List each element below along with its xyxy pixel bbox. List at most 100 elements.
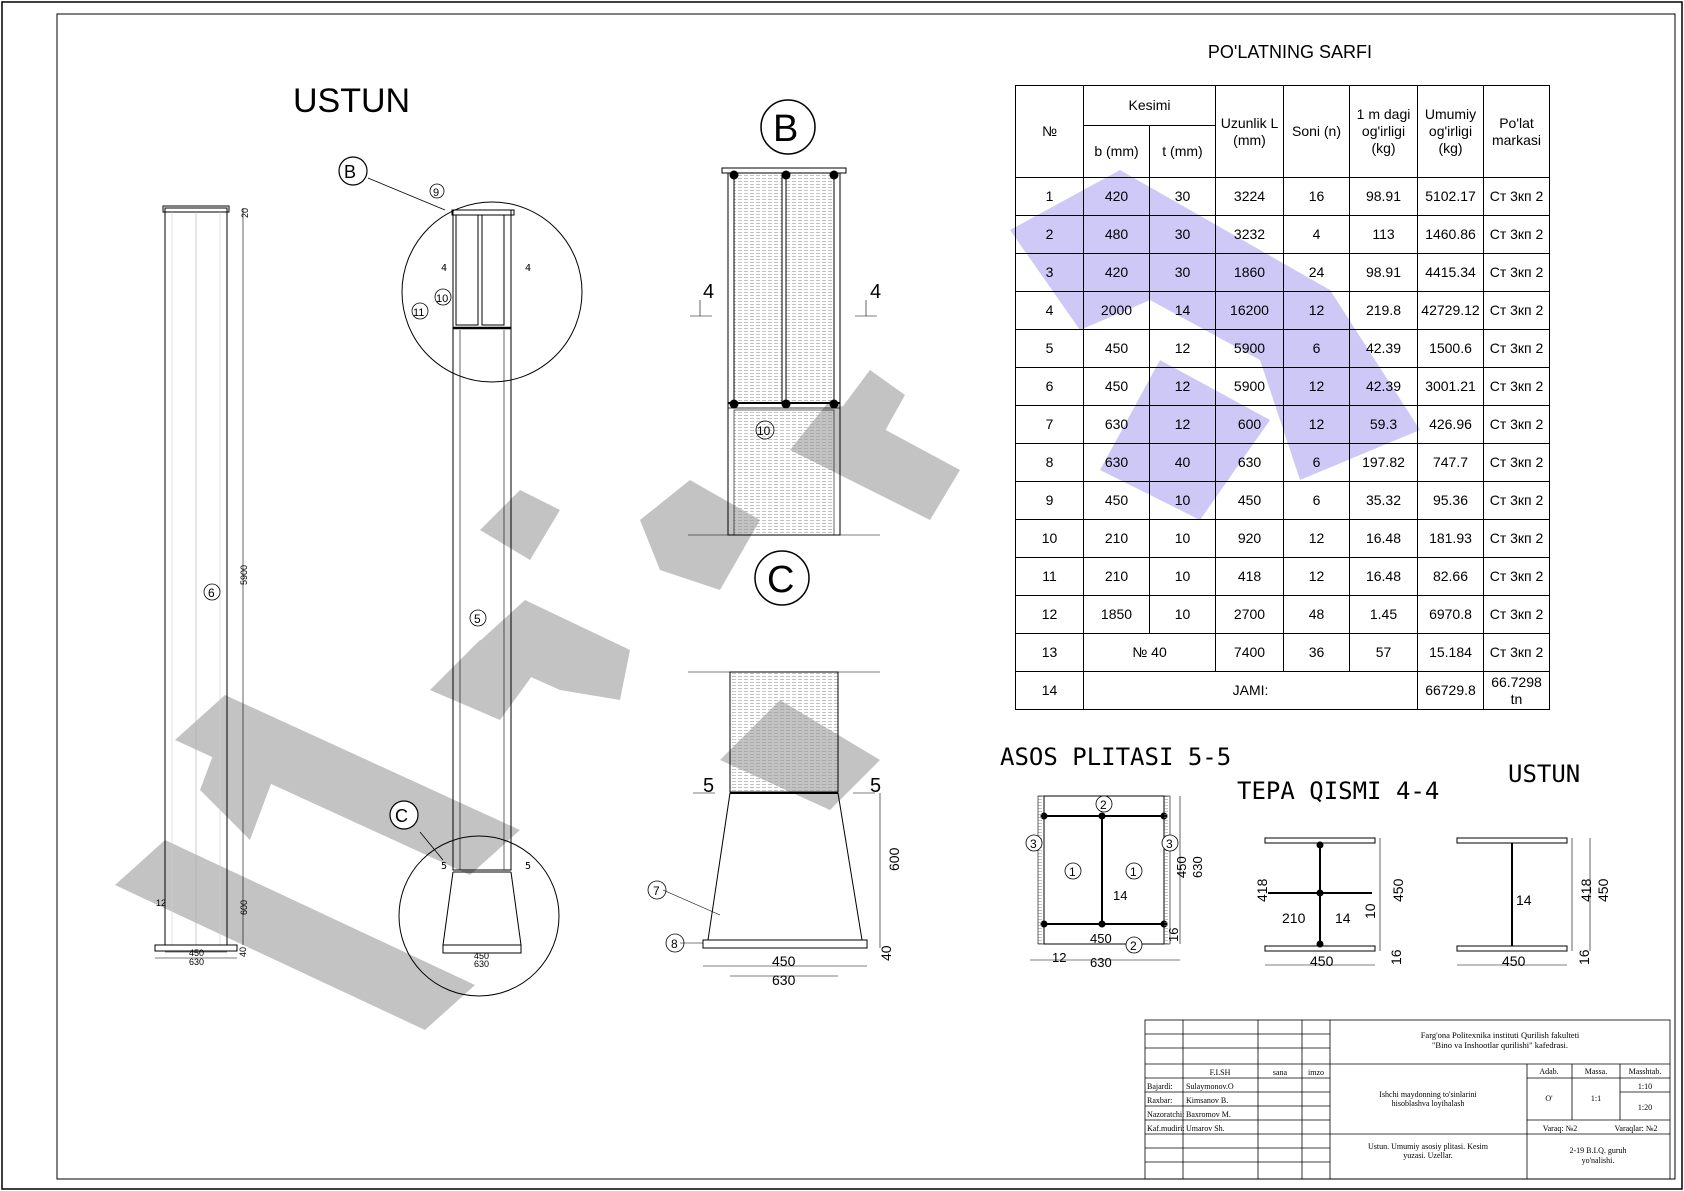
row13-count: 36	[1283, 633, 1350, 672]
cell-count: 4	[1283, 215, 1350, 254]
cell-length: 600	[1215, 405, 1284, 444]
asos-marker-1a	[1064, 862, 1082, 880]
tepa-dim-10: 10	[1362, 903, 1378, 919]
asos-marker-3b	[1161, 834, 1179, 852]
header-b: b (mm)	[1083, 125, 1150, 178]
tb-v-adab: O'	[1545, 1094, 1553, 1103]
asos-marker-2a	[1095, 795, 1113, 813]
cut-5-c: 5	[703, 775, 714, 797]
cell-t: 14	[1149, 291, 1216, 330]
asos-marker-1b-label: 1	[1130, 865, 1137, 879]
tepa-dim-14: 14	[1335, 910, 1351, 926]
cell-b: 210	[1083, 519, 1150, 558]
marker-5-label: 5	[474, 612, 481, 626]
column-elevation-center	[367, 177, 583, 997]
tb-r3-name: Baxromov M.	[1186, 1110, 1231, 1119]
cut-5-d: 5	[870, 775, 881, 797]
detail-c-drawing	[662, 671, 881, 977]
cell-t: 40	[1149, 443, 1216, 482]
cell-total: 4415.34	[1417, 253, 1484, 292]
cell-b: 450	[1083, 367, 1150, 406]
row13-total: 15.184	[1417, 633, 1484, 672]
header-length: Uzunlik L (mm)	[1215, 85, 1284, 178]
marker-7	[647, 880, 667, 900]
tepa-dim-210: 210	[1282, 910, 1306, 926]
asos-marker-3a	[1025, 834, 1043, 852]
dim-630-large: 630	[772, 972, 796, 988]
cell-t: 12	[1149, 405, 1216, 444]
cell-no: 10	[1015, 519, 1084, 558]
cell-b: 420	[1083, 253, 1150, 292]
asos-marker-3b-label: 3	[1166, 837, 1173, 851]
cell-mass: 42.39	[1349, 329, 1418, 368]
header-kesimi: Kesimi	[1083, 85, 1216, 126]
cell-t: 30	[1149, 253, 1216, 292]
cell-length: 5900	[1215, 367, 1284, 406]
tepa-dim-450-v: 450	[1390, 878, 1406, 902]
dim-450-large: 450	[772, 953, 796, 969]
asos-dim-630-v: 630	[1190, 856, 1205, 878]
cell-t: 30	[1149, 177, 1216, 216]
cell-b: 630	[1083, 443, 1150, 482]
tb-v-massa: 1:1	[1591, 1094, 1601, 1103]
header-total-mass: Umumiy og'irligi (kg)	[1417, 85, 1484, 178]
dim-600-large: 600	[886, 847, 902, 871]
ustun-dim-418: 418	[1578, 878, 1594, 902]
marker-10-b-label: 10	[757, 424, 771, 438]
ustun-dim-450-h: 450	[1502, 953, 1526, 969]
cell-count: 12	[1283, 405, 1350, 444]
tb-h-massa: Massa.	[1585, 1067, 1607, 1076]
tb-group2: yo'nalishi.	[1582, 1156, 1615, 1165]
cell-length: 3232	[1215, 215, 1284, 254]
tb-r4-role: Kaf.mudiri:	[1147, 1124, 1185, 1133]
marker-10-a-label: 10	[436, 293, 448, 305]
cell-no: 9	[1015, 481, 1084, 520]
tb-r1-name: Sulaymonov.O	[1186, 1082, 1234, 1091]
marker-6	[203, 583, 221, 601]
detail-circle-c	[398, 835, 560, 997]
asos-marker-3a-label: 3	[1030, 837, 1037, 851]
cell-grade: Ст 3кп 2	[1483, 329, 1550, 368]
callout-c-small-label: C	[395, 806, 408, 826]
detail-circle-b	[401, 201, 583, 383]
cell-grade: Ст 3кп 2	[1483, 481, 1550, 520]
tb-group1: 2-19 B.I.Q. guruh	[1569, 1146, 1626, 1155]
cell-total: 5102.17	[1417, 177, 1484, 216]
cell-no: 7	[1015, 405, 1084, 444]
dim-600: 600	[239, 900, 249, 915]
header-count: Soni (n)	[1283, 85, 1350, 178]
cell-mass: 59.3	[1349, 405, 1418, 444]
cell-count: 24	[1283, 253, 1350, 292]
row14-tonnes-unit: tn	[1510, 690, 1523, 707]
cell-total: 6970.8	[1417, 595, 1484, 634]
callout-c-large-label: C	[767, 559, 794, 601]
cell-count: 48	[1283, 595, 1350, 634]
tepa-title: TEPA QISMI 4-4	[1237, 777, 1439, 805]
cell-length: 3224	[1215, 177, 1284, 216]
inner-frame	[56, 13, 1676, 1180]
callout-b-large	[760, 99, 816, 155]
row13-mass: 57	[1349, 633, 1418, 672]
spec-title: PO'LATNING SARFI	[1207, 42, 1373, 62]
row13-no: 13	[1015, 633, 1084, 672]
cell-length: 1860	[1215, 253, 1284, 292]
row14-no: 14	[1015, 671, 1084, 710]
cell-b: 480	[1083, 215, 1150, 254]
cell-mass: 35.32	[1349, 481, 1418, 520]
cell-no: 11	[1015, 557, 1084, 596]
cell-grade: Ст 3кп 2	[1483, 405, 1550, 444]
ustun-dim-14: 14	[1516, 892, 1532, 908]
tb-r3-role: Nazoratchi:	[1147, 1110, 1184, 1119]
cell-no: 12	[1015, 595, 1084, 634]
cell-t: 30	[1149, 215, 1216, 254]
